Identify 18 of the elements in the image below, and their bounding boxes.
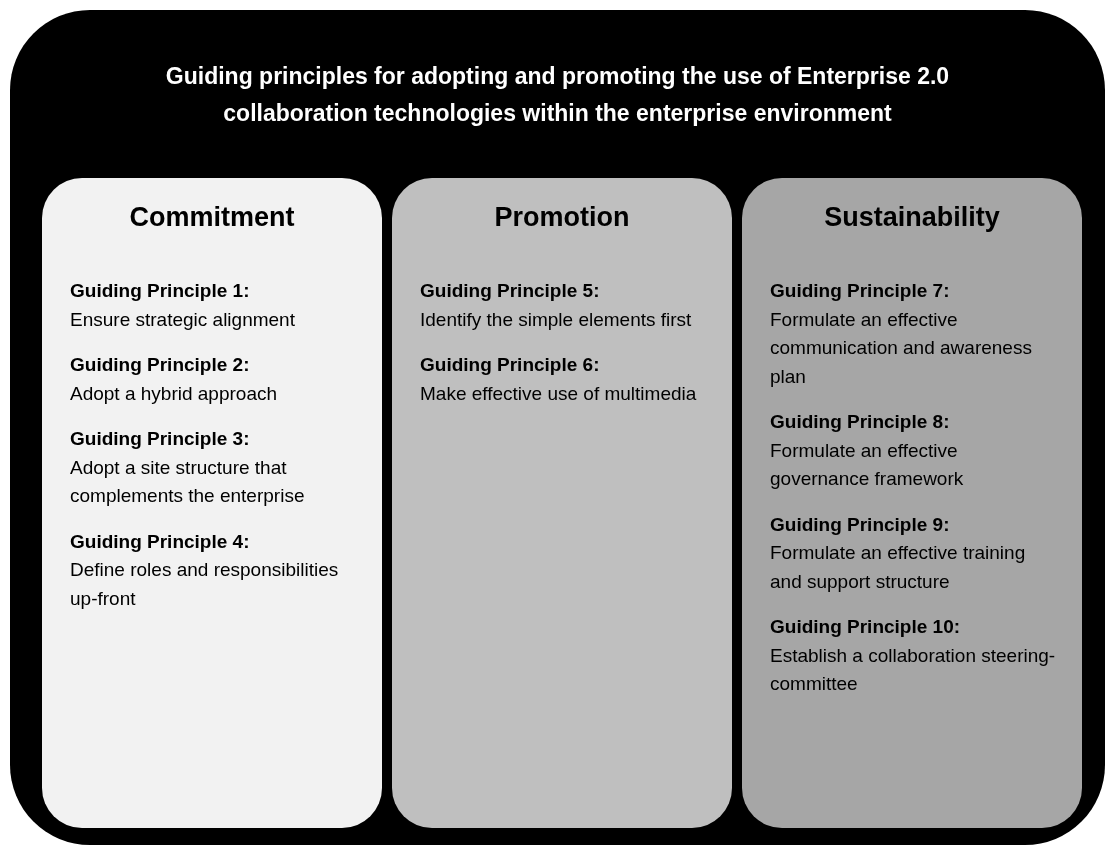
principle-text: Guiding Principle 3: Adopt a site structure that complements the enterprise [70, 427, 306, 508]
column-heading: Promotion [493, 202, 631, 233]
principle-text: Guiding Principle 10: Establish a collaboration steering-committee [770, 615, 1057, 696]
principle-text: Guiding Principle 8: Formulate an effective governance framework [770, 410, 965, 491]
principle-text: Guiding Principle 4: Define roles and responsibilities up-front [70, 529, 340, 611]
column-heading: Commitment [128, 202, 296, 233]
principle-text: Guiding Principle 9: Formulate an effective training and support structure [770, 512, 1027, 594]
panel-heading: Guiding principles for adopting and promoting the use of Enterprise 2.0 collaboration technologies within the enterprise environment [164, 62, 951, 128]
column-card [742, 178, 1082, 828]
principle-text: Guiding Principle 5: Identify the simple elements first [420, 279, 693, 332]
column-heading: Sustainability [823, 202, 1001, 233]
principle-text: Guiding Principle 6: Make effective use of multimedia [420, 353, 698, 406]
column-card [392, 178, 732, 828]
column-card [42, 178, 382, 828]
principle-text: Guiding Principle 7: Formulate an effective communication and awareness plan [770, 279, 1033, 389]
principle-text: Guiding Principle 2: Adopt a hybrid approach [70, 353, 279, 406]
outer-panel [10, 10, 1105, 845]
principle-text: Guiding Principle 1: Ensure strategic alignment [70, 279, 296, 332]
